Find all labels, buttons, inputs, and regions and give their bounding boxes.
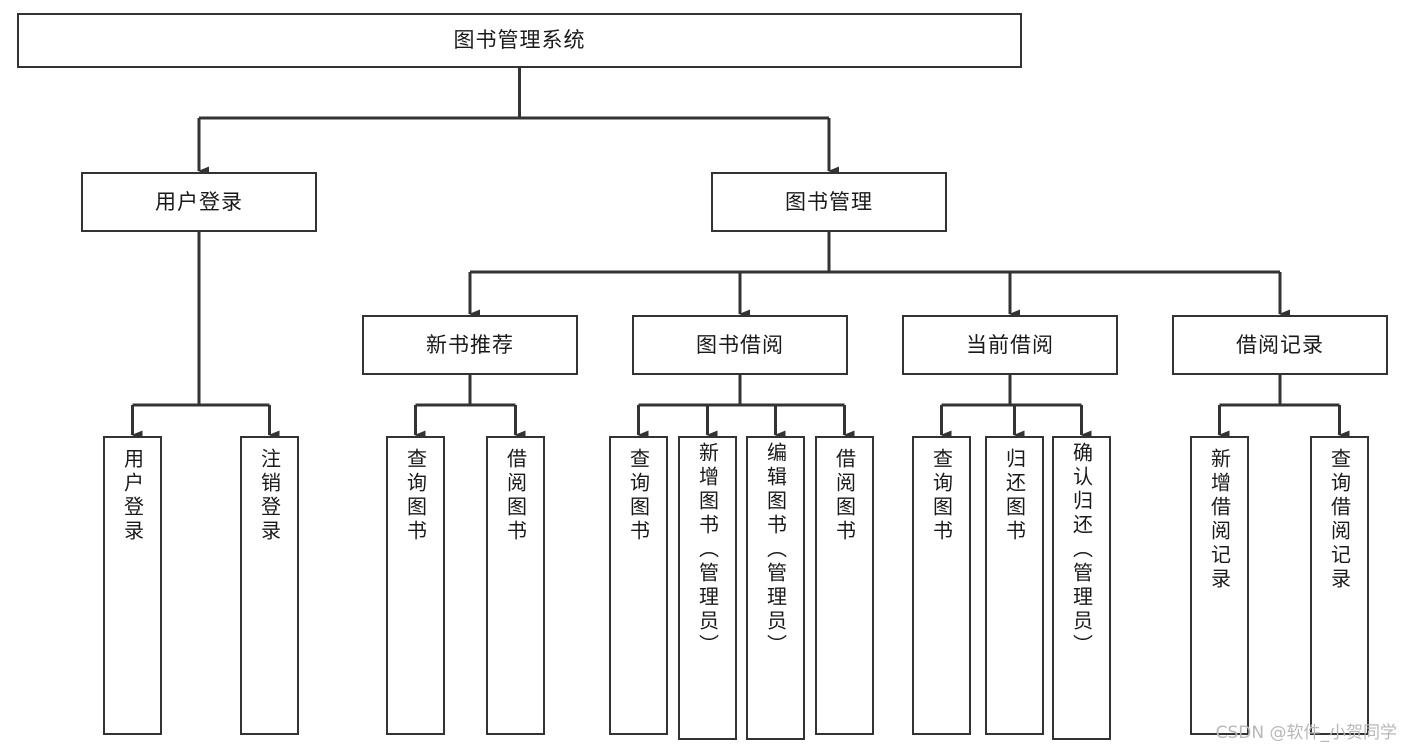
node-borrow_record[interactable]: 借阅记录: [1172, 315, 1388, 375]
node-new_book_rec[interactable]: 新书推荐: [362, 315, 578, 375]
node-leaf_edit_book[interactable]: 编辑图书（管理员）: [746, 436, 805, 740]
node-book_borrow[interactable]: 图书借阅: [632, 315, 848, 375]
node-user_login[interactable]: 用户登录: [81, 172, 317, 232]
node-label-leaf_borrow_book_1: 借阅图书: [503, 448, 528, 544]
edges-group: [131, 68, 1350, 440]
csdn-watermark: CSDN @软件_小贺同学: [1215, 723, 1397, 743]
node-label-leaf_add_book: 新增图书（管理员）: [695, 442, 720, 658]
node-label-new_book_rec: 新书推荐: [426, 332, 514, 357]
node-label-user_login: 用户登录: [155, 189, 243, 214]
node-leaf_query_book_1[interactable]: 查询图书: [386, 436, 445, 735]
node-leaf_confirm_return[interactable]: 确认归还（管理员）: [1052, 436, 1111, 740]
node-leaf_add_record[interactable]: 新增借阅记录: [1190, 436, 1249, 735]
node-label-leaf_return_book: 归还图书: [1002, 448, 1027, 544]
node-current_borrow[interactable]: 当前借阅: [902, 315, 1118, 375]
node-label-leaf_borrow_book_2: 借阅图书: [832, 448, 857, 544]
node-root[interactable]: 图书管理系统: [17, 13, 1022, 68]
node-label-leaf_edit_book: 编辑图书（管理员）: [763, 442, 788, 658]
node-leaf_return_book[interactable]: 归还图书: [985, 436, 1044, 735]
node-leaf_query_book_3[interactable]: 查询图书: [912, 436, 971, 735]
node-label-leaf_query_book_1: 查询图书: [403, 448, 428, 544]
node-label-current_borrow: 当前借阅: [966, 332, 1054, 357]
node-label-book_borrow: 图书借阅: [696, 332, 784, 357]
node-label-leaf_add_record: 新增借阅记录: [1207, 448, 1232, 592]
node-leaf_query_record[interactable]: 查询借阅记录: [1310, 436, 1369, 735]
node-label-leaf_logout: 注销登录: [257, 448, 282, 544]
node-leaf_borrow_book_1[interactable]: 借阅图书: [486, 436, 545, 735]
node-label-leaf_query_book_2: 查询图书: [626, 448, 651, 544]
node-label-leaf_query_record: 查询借阅记录: [1327, 448, 1352, 592]
node-label-leaf_query_book_3: 查询图书: [929, 448, 954, 544]
node-leaf_query_book_2[interactable]: 查询图书: [609, 436, 668, 735]
node-label-leaf_user_login: 用户登录: [120, 448, 145, 544]
node-label-borrow_record: 借阅记录: [1236, 332, 1324, 357]
node-leaf_user_login[interactable]: 用户登录: [103, 436, 162, 735]
node-leaf_borrow_book_2[interactable]: 借阅图书: [815, 436, 874, 735]
node-label-leaf_confirm_return: 确认归还（管理员）: [1069, 442, 1094, 658]
node-leaf_add_book[interactable]: 新增图书（管理员）: [678, 436, 737, 740]
node-label-book_mgmt: 图书管理: [785, 189, 873, 214]
node-label-root: 图书管理系统: [453, 28, 586, 53]
node-leaf_logout[interactable]: 注销登录: [240, 436, 299, 735]
node-book_mgmt[interactable]: 图书管理: [711, 172, 947, 232]
